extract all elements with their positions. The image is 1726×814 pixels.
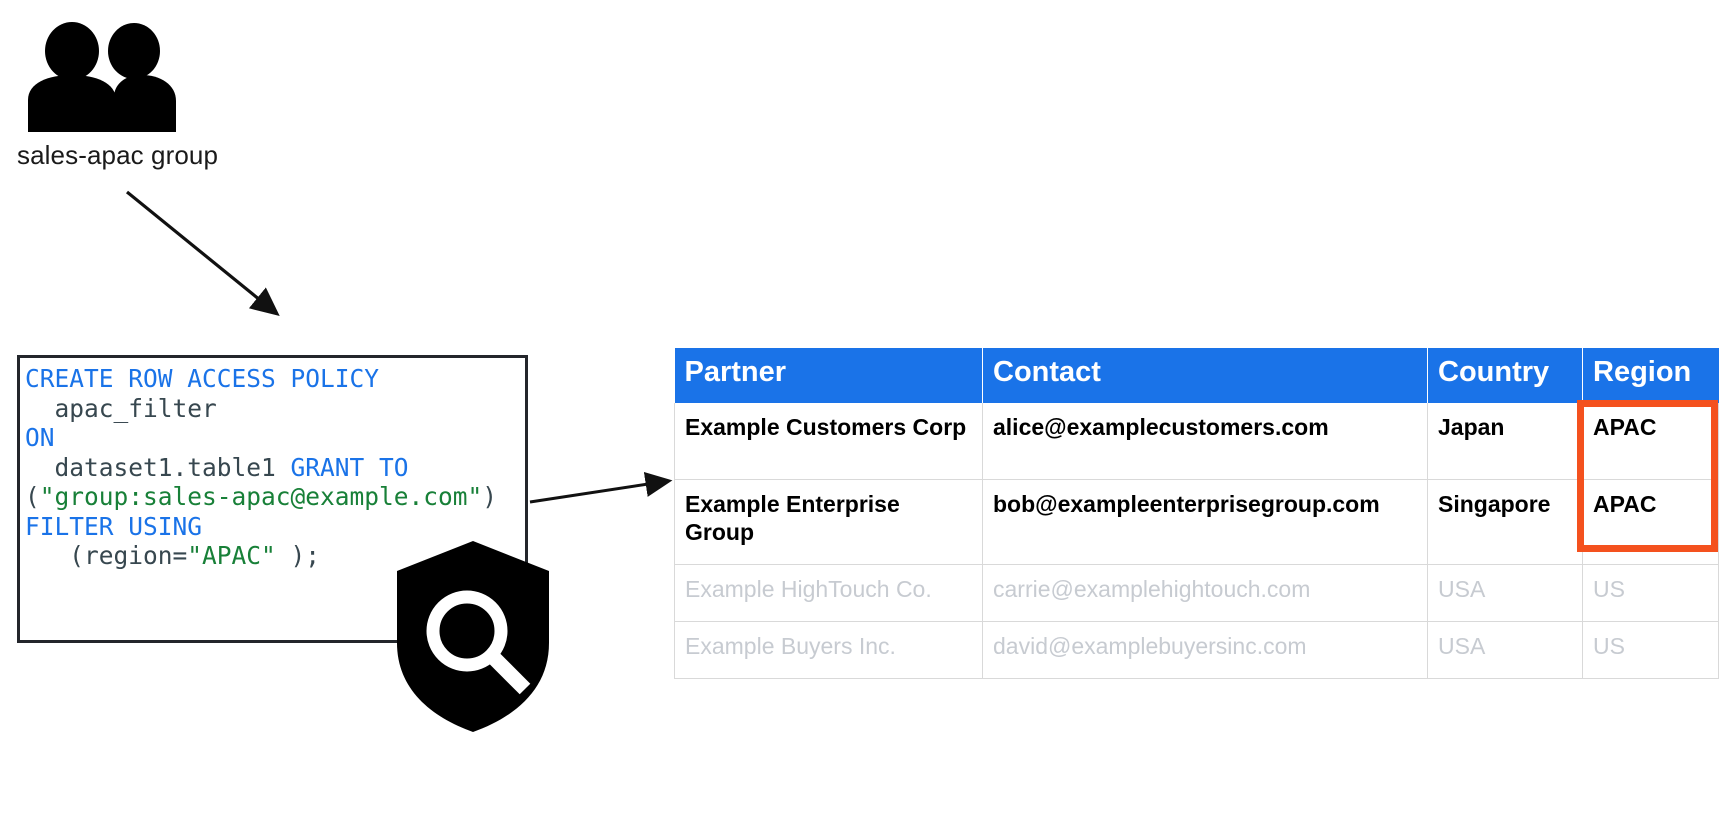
sql-line-5-string: "group:sales-apac@example.com" xyxy=(39,482,483,511)
shield-search-icon xyxy=(397,541,549,732)
table-row: Example Buyers Inc. david@examplebuyersi… xyxy=(674,621,1719,679)
sql-line-2-plain: apac_filter xyxy=(25,393,217,423)
cell-partner: Example HighTouch Co. xyxy=(674,564,983,622)
cell-contact: david@examplebuyersinc.com xyxy=(982,621,1428,679)
table-row: Example Customers Corp alice@examplecust… xyxy=(674,403,1719,480)
sql-line-7-tail: ); xyxy=(275,541,321,570)
cell-country: Singapore xyxy=(1427,479,1583,565)
column-header-region[interactable]: Region xyxy=(1582,348,1719,403)
row-access-policy-code-block: CREATE ROW ACCESS POLICY apac_filter ON … xyxy=(17,355,528,643)
group-label: sales-apac group xyxy=(17,140,219,170)
sql-code-text: CREATE ROW ACCESS POLICY apac_filter ON … xyxy=(25,364,497,571)
partners-table: Partner Contact Country Region Example C… xyxy=(674,348,1719,679)
table-header-row: Partner Contact Country Region xyxy=(674,348,1719,403)
cell-country: Japan xyxy=(1427,403,1583,480)
sql-line-3-keyword: ON xyxy=(25,423,55,452)
sql-line-1-keyword: CREATE ROW ACCESS POLICY xyxy=(25,364,380,393)
column-header-country[interactable]: Country xyxy=(1427,348,1583,403)
cell-partner: Example Customers Corp xyxy=(674,403,983,480)
cell-region: APAC xyxy=(1582,403,1719,480)
sql-line-4-keyword: GRANT TO xyxy=(290,452,409,482)
column-header-partner[interactable]: Partner xyxy=(674,348,983,403)
sql-line-6-keyword: FILTER USING xyxy=(25,511,203,541)
cell-contact: alice@examplecustomers.com xyxy=(982,403,1428,480)
table-row: Example Enterprise Group bob@exampleente… xyxy=(674,479,1719,565)
sql-line-5-open-paren: ( xyxy=(25,482,40,511)
sql-line-7-plain: (region= xyxy=(25,541,188,570)
people-group-icon xyxy=(28,22,176,132)
cell-region: US xyxy=(1582,564,1719,622)
sql-line-4-plain: dataset1.table1 xyxy=(25,452,291,482)
cell-region: APAC xyxy=(1582,479,1719,565)
cell-country: USA xyxy=(1427,564,1583,622)
cell-country: USA xyxy=(1427,621,1583,679)
table-row: Example HighTouch Co. carrie@examplehigh… xyxy=(674,564,1719,622)
cell-partner: Example Buyers Inc. xyxy=(674,621,983,679)
cell-contact: carrie@examplehightouch.com xyxy=(982,564,1428,622)
cell-region: US xyxy=(1582,621,1719,679)
sql-line-7-string: "APAC" xyxy=(187,541,276,570)
column-header-contact[interactable]: Contact xyxy=(982,348,1428,403)
cell-contact: bob@exampleenterprisegroup.com xyxy=(982,479,1428,565)
sql-line-5-close-paren: ) xyxy=(482,482,498,511)
cell-partner: Example Enterprise Group xyxy=(674,479,983,565)
